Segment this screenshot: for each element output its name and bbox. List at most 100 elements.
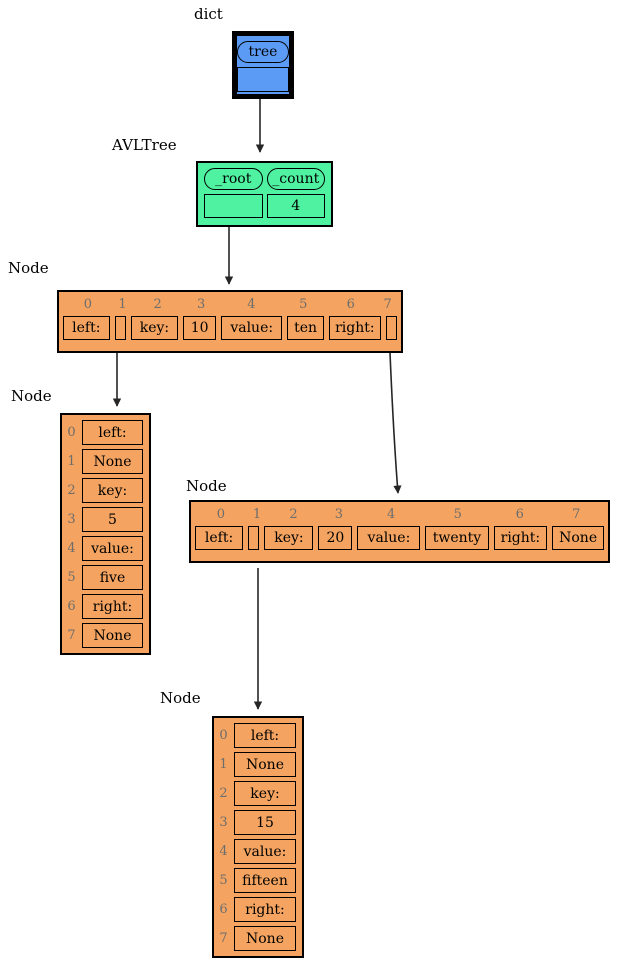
node-root-index-row: 0 1 2 3 4 5 6 7 xyxy=(63,294,397,315)
node-left-child-index-1: 1 xyxy=(67,454,76,469)
node-root-cell-left-pointer[interactable] xyxy=(114,315,126,340)
node-right-child-index-1: 1 xyxy=(252,507,262,522)
node-left-child-index-7: 7 xyxy=(67,628,76,643)
node-grandchild-row-1: 1 None xyxy=(218,752,296,777)
node-left-child-index-2: 2 xyxy=(67,483,76,498)
node-right-child-cell-value-label[interactable]: value: xyxy=(357,525,421,550)
node-left-child-row-2: 2 key: xyxy=(66,478,143,503)
node-left-child-row-4: 4 value: xyxy=(66,536,143,561)
node-left-child-cell-key-label[interactable]: key: xyxy=(82,478,143,503)
node-record-root[interactable]: 0 1 2 3 4 5 6 7 left: key: 10 value: ten… xyxy=(57,290,403,353)
node-root-index-6: 6 xyxy=(346,297,355,312)
node-grandchild-index-4: 4 xyxy=(219,844,228,859)
node-root-cell-value-value[interactable]: ten xyxy=(287,315,324,340)
node-left-child-cell-right-value[interactable]: None xyxy=(82,623,143,648)
cluster-label-dict: dict xyxy=(194,5,223,23)
node-grandchild-cell-value-label[interactable]: value: xyxy=(234,839,296,864)
node-left-child-row-6: 6 right: xyxy=(66,594,143,619)
node-right-child-index-6: 6 xyxy=(515,507,524,522)
node-left-child-index-6: 6 xyxy=(67,599,76,614)
node-root-cell-value-label[interactable]: value: xyxy=(221,315,283,340)
node-grandchild-row-4: 4 value: xyxy=(218,839,296,864)
node-left-child-row-1: 1 None xyxy=(66,449,143,474)
node-right-child-cells-row: left: key: 20 value: twenty right: None xyxy=(195,525,605,550)
node-left-child-cell-left-value[interactable]: None xyxy=(82,449,143,474)
node-grandchild-index-6: 6 xyxy=(219,902,228,917)
node-record-right-child[interactable]: 0 1 2 3 4 5 6 7 left: key: 20 value: twe… xyxy=(189,500,610,563)
node-root-cell-right-label[interactable]: right: xyxy=(328,315,381,340)
avltree-field-root-value[interactable] xyxy=(204,194,263,218)
node-left-child-row-7: 7 None xyxy=(66,623,143,648)
node-grandchild-row-7: 7 None xyxy=(218,926,296,951)
cluster-label-node-grandchild: Node xyxy=(160,689,201,707)
node-grandchild-cell-left-label[interactable]: left: xyxy=(234,723,296,748)
node-right-child-cell-value-value[interactable]: twenty xyxy=(425,525,489,550)
node-right-child-cell-left-pointer[interactable] xyxy=(248,525,260,550)
node-left-child-row-5: 5 five xyxy=(66,565,143,590)
node-right-child-cell-left-label[interactable]: left: xyxy=(195,525,244,550)
node-grandchild-row-2: 2 key: xyxy=(218,781,296,806)
node-record-grandchild[interactable]: 0 left: 1 None 2 key: 3 15 4 value: 5 fi… xyxy=(212,716,304,958)
node-left-child-cell-value-value[interactable]: five xyxy=(82,565,143,590)
cluster-label-node-root: Node xyxy=(8,259,49,277)
node-right-child-index-7: 7 xyxy=(572,507,581,522)
avltree-node[interactable]: _root _count 4 xyxy=(196,161,333,227)
node-right-child-index-2: 2 xyxy=(289,507,298,522)
node-left-child-cell-key-value[interactable]: 5 xyxy=(82,507,143,532)
avltree-field-root-name[interactable]: _root xyxy=(204,168,263,190)
node-root-index-3: 3 xyxy=(197,297,206,312)
node-root-cell-right-pointer[interactable] xyxy=(385,315,397,340)
node-left-child-index-4: 4 xyxy=(67,541,76,556)
cluster-label-node-right-child: Node xyxy=(186,477,227,495)
dict-value-tree-pointer[interactable] xyxy=(237,67,289,92)
node-grandchild-row-3: 3 15 xyxy=(218,810,296,835)
node-root-cells-row: left: key: 10 value: ten right: xyxy=(63,315,397,340)
node-right-child-cell-right-label[interactable]: right: xyxy=(493,525,548,550)
avltree-field-values-row: 4 xyxy=(204,194,325,218)
node-right-child-index-0: 0 xyxy=(216,507,226,522)
node-left-child-index-0: 0 xyxy=(67,425,76,440)
cluster-label-node-left-child: Node xyxy=(11,387,52,405)
node-left-child-index-3: 3 xyxy=(67,512,76,527)
node-grandchild-index-3: 3 xyxy=(219,815,228,830)
node-left-child-cell-left-label[interactable]: left: xyxy=(82,420,143,445)
node-grandchild-index-0: 0 xyxy=(219,728,228,743)
node-root-cell-key-value[interactable]: 10 xyxy=(183,315,217,340)
node-record-left-child[interactable]: 0 left: 1 None 2 key: 3 5 4 value: 5 fiv… xyxy=(60,413,151,655)
node-right-child-index-3: 3 xyxy=(334,507,344,522)
node-root-cell-left-label[interactable]: left: xyxy=(63,315,110,340)
avltree-field-count-value[interactable]: 4 xyxy=(266,194,325,218)
node-left-child-row-0: 0 left: xyxy=(66,420,143,445)
node-root-index-5: 5 xyxy=(299,297,308,312)
node-root-index-1: 1 xyxy=(118,297,127,312)
node-grandchild-index-7: 7 xyxy=(219,931,228,946)
node-grandchild-row-0: 0 left: xyxy=(218,723,296,748)
node-grandchild-index-5: 5 xyxy=(219,873,228,888)
avltree-field-names-row: _root _count xyxy=(204,168,325,190)
node-right-child-cell-key-label[interactable]: key: xyxy=(264,525,314,550)
node-left-child-cell-value-label[interactable]: value: xyxy=(82,536,143,561)
node-root-index-4: 4 xyxy=(247,297,256,312)
node-left-child-index-5: 5 xyxy=(67,570,76,585)
node-grandchild-cell-right-label[interactable]: right: xyxy=(234,897,296,922)
dict-key-tree[interactable]: tree xyxy=(237,41,289,63)
node-grandchild-row-6: 6 right: xyxy=(218,897,296,922)
node-right-child-index-4: 4 xyxy=(387,507,396,522)
node-right-child-index-5: 5 xyxy=(453,507,462,522)
node-left-child-cell-right-label[interactable]: right: xyxy=(82,594,143,619)
edge-root-right-to-node20 xyxy=(389,352,402,494)
avltree-field-count-name[interactable]: _count xyxy=(266,168,325,190)
node-right-child-index-row: 0 1 2 3 4 5 6 7 xyxy=(195,504,604,525)
node-grandchild-cell-left-value[interactable]: None xyxy=(234,752,296,777)
node-grandchild-cell-right-value[interactable]: None xyxy=(234,926,296,951)
node-right-child-cell-key-value[interactable]: 20 xyxy=(318,525,353,550)
node-root-index-0: 0 xyxy=(83,297,93,312)
dict-node[interactable]: tree xyxy=(232,31,294,99)
node-root-cell-key-label[interactable]: key: xyxy=(130,315,179,340)
node-root-index-2: 2 xyxy=(153,297,162,312)
node-grandchild-cell-key-value[interactable]: 15 xyxy=(234,810,296,835)
node-right-child-cell-right-value[interactable]: None xyxy=(552,525,605,550)
node-grandchild-cell-key-label[interactable]: key: xyxy=(234,781,296,806)
node-grandchild-cell-value-value[interactable]: fifteen xyxy=(234,868,296,893)
